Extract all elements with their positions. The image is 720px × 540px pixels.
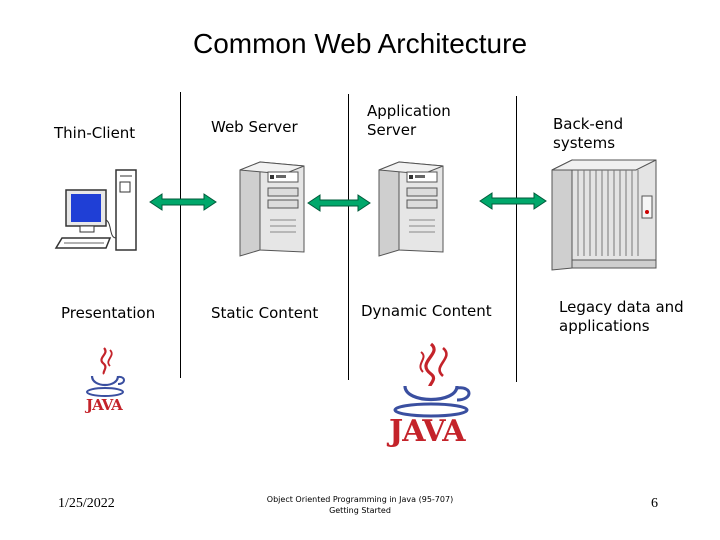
tier-header-thin-client: Thin-Client — [54, 124, 136, 142]
footer-date: 1/25/2022 — [58, 496, 115, 511]
tier-footer-dynamic-content: Dynamic Content — [361, 302, 492, 320]
double-arrow-appserver-backend — [479, 192, 547, 210]
application-server-icon — [378, 161, 444, 257]
footer-course-line-2: Getting Started — [329, 506, 391, 515]
separator-line-1 — [180, 92, 181, 378]
separator-line-2 — [348, 94, 349, 380]
java-logo-small: JAVA — [80, 346, 130, 416]
web-server-icon — [239, 161, 305, 257]
computer-icon — [54, 169, 137, 251]
java-cup-icon-large — [393, 342, 471, 418]
footer-course-title: Object Oriented Programming in Java (95-… — [230, 494, 490, 516]
tier-header-back-end-systems: Back-end systems — [553, 115, 624, 152]
java-logo-text-large: JAVA — [389, 414, 466, 449]
java-cup-icon — [86, 347, 125, 397]
mainframe-rack-icon — [551, 159, 657, 271]
tier-footer-legacy-data: Legacy data and applications — [559, 298, 684, 335]
tier-header-web-server: Web Server — [211, 118, 298, 136]
tier-footer-presentation: Presentation — [61, 304, 156, 322]
separator-line-3 — [516, 96, 517, 382]
double-arrow-client-webserver — [149, 193, 217, 211]
slide-title: Common Web Architecture — [192, 28, 528, 59]
tier-footer-static-content: Static Content — [211, 304, 319, 322]
double-arrow-webserver-appserver — [307, 194, 371, 212]
page-number: 6 — [651, 496, 658, 511]
java-logo-text-small: JAVA — [86, 396, 123, 414]
java-logo-large: JAVA — [385, 342, 485, 450]
footer-course-line-1: Object Oriented Programming in Java (95-… — [266, 495, 454, 504]
tier-header-application-server: Application Server — [367, 102, 451, 139]
